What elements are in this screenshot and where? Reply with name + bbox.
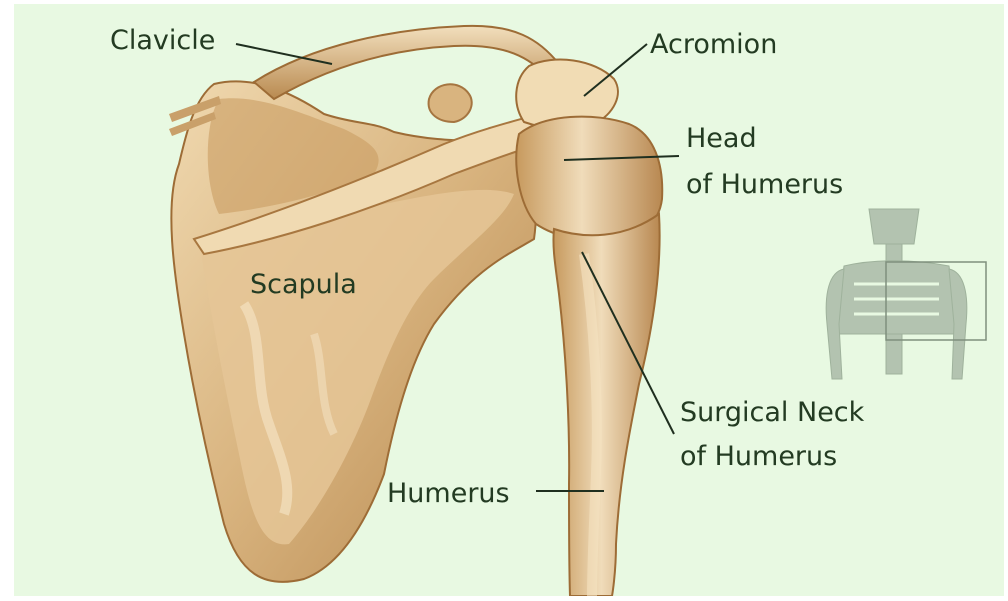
skeleton-thumbnail <box>826 209 967 379</box>
label-acromion: Acromion <box>650 28 777 62</box>
clavicle-bone <box>254 26 560 99</box>
label-head-line1: Head <box>686 122 757 156</box>
humerus-shaft <box>553 214 659 596</box>
humerus-head <box>516 117 662 243</box>
label-humerus: Humerus <box>387 477 510 511</box>
label-scapula: Scapula <box>250 268 357 302</box>
label-head-line2: of Humerus <box>686 168 843 202</box>
label-surgical-line2: of Humerus <box>680 440 837 474</box>
label-clavicle: Clavicle <box>110 24 215 58</box>
label-surgical-line1: Surgical Neck <box>680 396 864 430</box>
diagram-canvas: Clavicle Acromion Head of Humerus Scapul… <box>14 4 1004 596</box>
